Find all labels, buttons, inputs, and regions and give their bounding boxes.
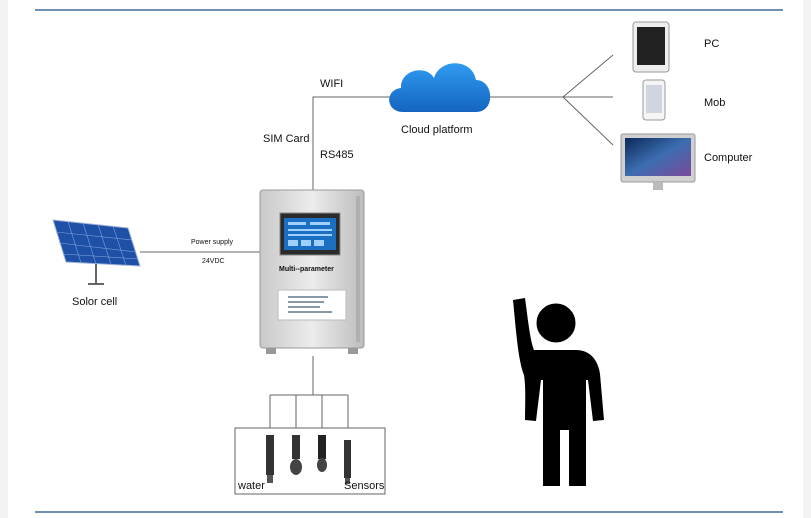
top-rule — [35, 9, 783, 11]
power-supply-label: Power supply — [191, 239, 234, 246]
mob-label: Mob — [704, 97, 726, 109]
cloud-platform-label: Cloud platform — [401, 124, 473, 136]
solar-cell-label: Solor cell — [72, 296, 118, 308]
voltage-label: 24VDC — [202, 258, 225, 265]
person-waving-icon — [513, 298, 604, 486]
device-enclosure — [259, 189, 365, 354]
diagram-page: WIFI SIM Card RS485 Cloud platform Power… — [8, 0, 803, 518]
pc-label: PC — [704, 38, 720, 50]
water-label: water — [238, 480, 265, 492]
monitor-icon — [620, 133, 696, 190]
connection-lines — [140, 54, 614, 495]
sensors-label: Sensors — [344, 480, 385, 492]
tablet-icon — [632, 21, 670, 73]
solar-panel-icon — [52, 219, 141, 285]
phone-icon — [642, 79, 666, 121]
bottom-rule — [35, 511, 783, 513]
rs485-label: RS485 — [320, 149, 354, 161]
cloud-icon — [389, 63, 491, 112]
sensor-probe-icon — [266, 435, 351, 484]
device-name-label: Multi--parameter — [279, 266, 334, 273]
system-diagram — [52, 21, 696, 495]
sim-card-label: SIM Card — [263, 133, 310, 145]
computer-label: Computer — [704, 152, 753, 164]
wifi-label: WIFI — [320, 78, 344, 90]
